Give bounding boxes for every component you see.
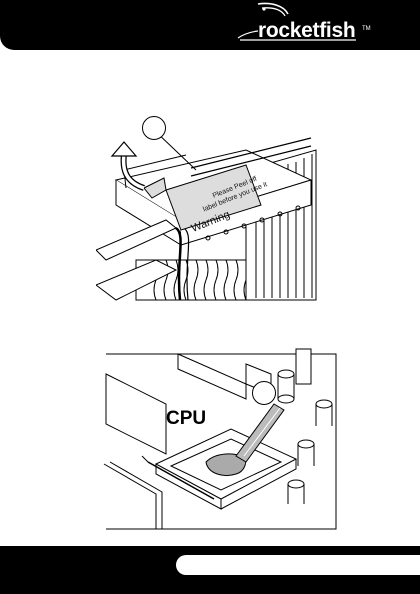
brand-name: rocketfish bbox=[258, 19, 355, 43]
callout-circle-1 bbox=[142, 116, 166, 140]
page-number-tab bbox=[176, 555, 420, 575]
brand-trademark: TM bbox=[362, 26, 371, 32]
header-bar: rocketfish TM bbox=[0, 0, 420, 50]
heatsink-illustration: Please Peel off label before you use it … bbox=[96, 110, 318, 306]
cpu-socket-illustration bbox=[96, 344, 346, 534]
callout-circle-2 bbox=[252, 381, 276, 405]
cpu-label: CPU bbox=[166, 408, 206, 430]
brand-logo: rocketfish TM bbox=[236, 0, 396, 50]
